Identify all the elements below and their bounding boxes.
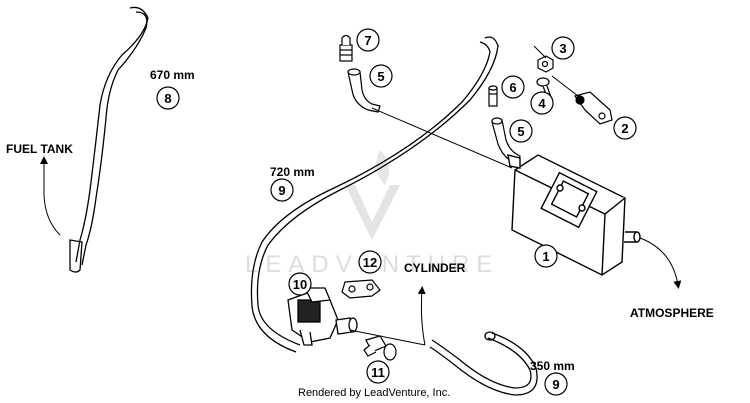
elbow-hose-5-upper	[347, 68, 381, 113]
callout-circle-9-720	[270, 178, 294, 202]
callout-10: 10	[293, 277, 307, 292]
length-720mm: 720 mm	[270, 165, 315, 179]
callout-11: 11	[371, 365, 385, 380]
callout-4: 4	[538, 96, 546, 111]
callout-1: 1	[542, 249, 549, 264]
callout-circle-7	[356, 28, 380, 52]
callout-circle-5-lower	[509, 119, 533, 143]
fitting-6	[488, 85, 498, 107]
elbow-hose-5-lower	[491, 117, 521, 165]
charcoal-canister-1	[507, 154, 641, 276]
callout-circle-5-upper	[369, 64, 393, 88]
callout-8: 8	[164, 91, 171, 106]
callout-3: 3	[559, 41, 566, 56]
length-670mm: 670 mm	[150, 68, 195, 82]
callout-7: 7	[364, 33, 371, 48]
callout-9-350: 9	[552, 377, 559, 392]
callout-9-720: 9	[278, 183, 285, 198]
callout-circle-10	[288, 272, 312, 296]
credit-text: Rendered by LeadVenture, Inc.	[298, 387, 450, 399]
length-350mm: 350 mm	[530, 359, 575, 373]
label-atmosphere: ATMOSPHERE	[630, 306, 714, 320]
check-valve-11	[363, 335, 397, 361]
hose-670mm	[69, 6, 149, 273]
label-fuel-tank: FUEL TANK	[6, 142, 73, 156]
callout-circle-6	[501, 75, 525, 99]
callout-circle-1	[534, 244, 558, 268]
bracket-2	[574, 91, 613, 125]
fitting-7	[339, 34, 353, 62]
callout-12: 12	[363, 255, 377, 270]
callout-2: 2	[621, 121, 628, 136]
hose-350mm	[429, 331, 538, 396]
callout-circle-2	[613, 116, 637, 140]
leader-lines	[40, 45, 682, 346]
nut-3	[537, 55, 554, 73]
callout-circle-4	[530, 91, 554, 115]
hose-720mm	[250, 36, 499, 353]
callout-5-upper: 5	[377, 69, 384, 84]
label-cylinder: CYLINDER	[404, 261, 466, 275]
callout-circle-11	[366, 360, 390, 384]
callout-circle-9-350	[544, 372, 568, 396]
purge-valve-10	[287, 287, 358, 346]
clip-12	[341, 279, 381, 299]
callout-5-lower: 5	[517, 124, 524, 139]
callout-6: 6	[509, 80, 516, 95]
callout-circle-3	[551, 36, 575, 60]
callout-circle-12	[358, 250, 382, 274]
callout-circle-8	[156, 86, 180, 110]
